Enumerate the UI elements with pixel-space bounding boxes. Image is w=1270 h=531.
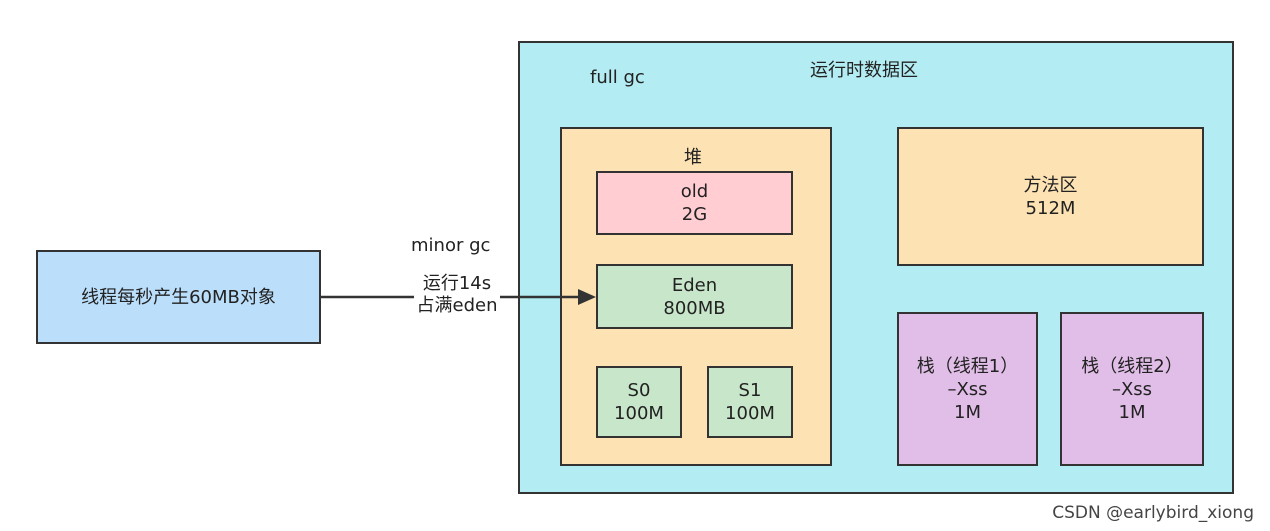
method-area-box: 方法区 512M <box>897 127 1204 266</box>
old-size: 2G <box>681 204 708 225</box>
full-gc-label: full gc <box>590 67 645 88</box>
eden-name: Eden <box>671 274 718 296</box>
minor-gc-label: minor gc <box>411 235 491 256</box>
survivor-s0-box: S0 100M <box>596 366 682 438</box>
method-area-size: 512M <box>1025 197 1076 219</box>
stack1-size: 1M <box>954 401 981 423</box>
method-area-name: 方法区 <box>1023 174 1078 196</box>
stack2-name: 栈（线程2） <box>1081 355 1183 377</box>
watermark: CSDN @earlybird_xiong <box>1052 503 1254 523</box>
runtime-area-title: 运行时数据区 <box>810 60 918 81</box>
arrow-head <box>578 289 596 305</box>
stack2-size: 1M <box>1118 401 1146 423</box>
thread-box: 线程每秒产生60MB对象 <box>36 250 321 344</box>
s1-name: S1 <box>738 380 762 401</box>
old-name: old <box>680 181 709 202</box>
s0-size: 100M <box>614 403 664 424</box>
edge-line2: 占满eden <box>416 295 498 316</box>
stack-thread1-box: 栈（线程1） –Xss 1M <box>897 312 1038 466</box>
stack2-option: –Xss <box>1111 378 1153 400</box>
stack1-name: 栈（线程1） <box>916 355 1019 377</box>
eden-box: Eden 800MB <box>596 264 793 329</box>
heap-title: 堆 <box>684 147 702 168</box>
edge-line1: 运行14s <box>422 273 492 294</box>
stack1-option: –Xss <box>947 378 988 400</box>
thread-label: 线程每秒产生60MB对象 <box>81 286 276 308</box>
eden-size: 800MB <box>663 297 726 319</box>
s1-size: 100M <box>725 403 775 424</box>
s0-name: S0 <box>627 380 651 401</box>
survivor-s1-box: S1 100M <box>707 366 793 438</box>
stack-thread2-box: 栈（线程2） –Xss 1M <box>1060 312 1204 466</box>
old-generation-box: old 2G <box>596 171 793 235</box>
edge-label: 运行14s 占满eden <box>414 273 500 317</box>
